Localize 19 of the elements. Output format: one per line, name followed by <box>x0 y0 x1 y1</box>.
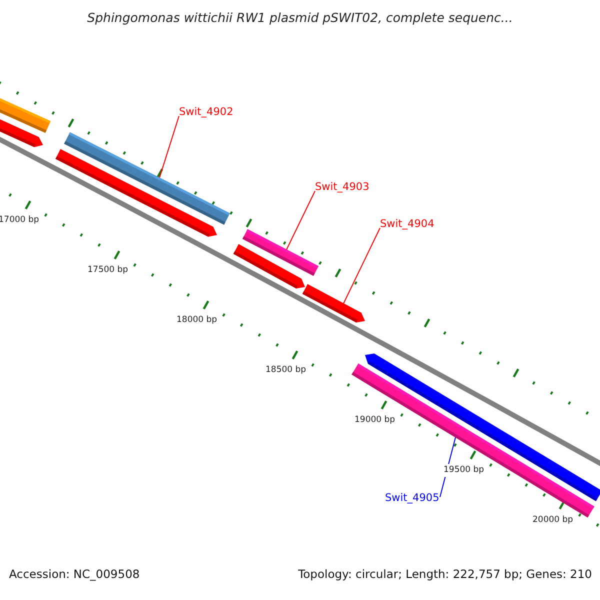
gene-label: Swit_4902 <box>179 106 234 119</box>
title: Sphingomonas wittichii RW1 plasmid pSWIT02, complete sequenc... <box>86 11 514 24</box>
gene-label: Swit_4903 <box>315 181 370 194</box>
leader-line <box>159 116 180 178</box>
sequence-info-text: Topology: circular; Length: 222,757 bp; Genes: 210 <box>298 568 592 581</box>
position-label: 20000 bp <box>532 514 574 527</box>
accession-text: Accession: NC_009508 <box>9 568 140 581</box>
leader-line <box>343 228 380 304</box>
position-label: 17500 bp <box>86 264 130 277</box>
gene-label: Swit_4904 <box>380 218 434 231</box>
gene-label: Swit_4905 <box>385 492 440 505</box>
gene-feature <box>56 149 217 237</box>
position-label: 19500 bp <box>442 464 486 477</box>
position-label: 18000 bp <box>176 314 218 327</box>
position-label: 18500 bp <box>264 364 308 377</box>
gene-feature <box>233 244 305 288</box>
position-label: 19000 bp <box>354 414 396 427</box>
gene-feature <box>302 284 365 323</box>
leader-line <box>286 190 316 250</box>
